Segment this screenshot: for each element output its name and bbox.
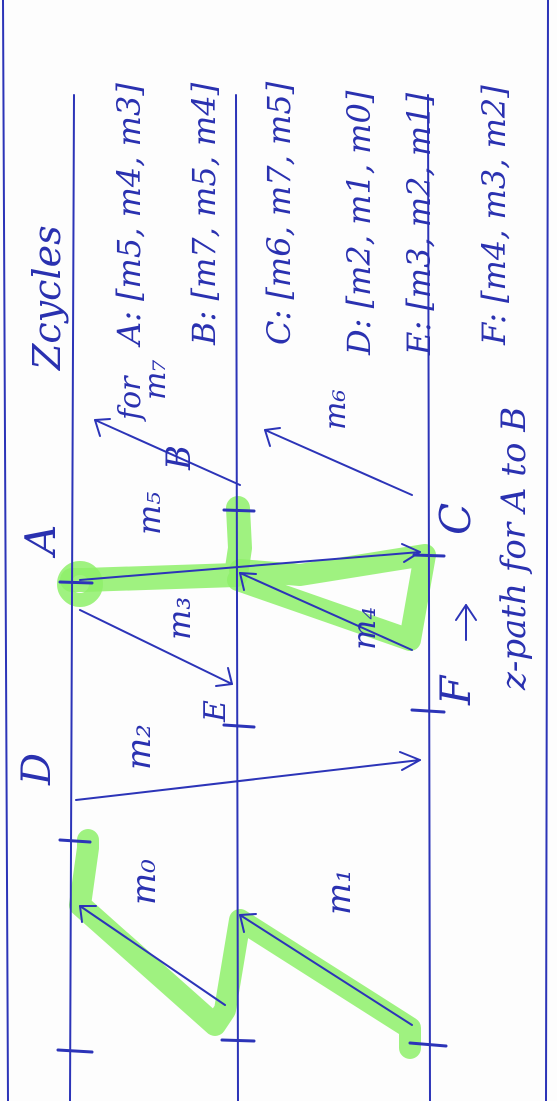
arrow-m0-head — [79, 905, 97, 923]
tick-d — [58, 838, 92, 844]
zcycle-row-a: A: [m5, m4, m3] — [110, 83, 148, 348]
z-path-caption: z-path for A to B — [494, 407, 534, 691]
label-m4: m₄ — [345, 607, 383, 650]
tick-a — [58, 580, 94, 585]
label-m0: m₀ — [124, 859, 164, 905]
label-m5: m₅ — [130, 492, 168, 535]
zcycle-row-e: E: [m3, m2, m1] — [400, 92, 438, 356]
node-label-b: B — [159, 445, 199, 471]
message-labels: m₀ m₁ m₂ m₃ m₄ m₅ m₆ m₇ — [119, 360, 383, 915]
zcycles-title: Zcycles — [25, 225, 69, 371]
node-labels: D E F A B C — [14, 445, 480, 786]
arrow-m4 — [239, 572, 413, 651]
timeline-middle — [235, 94, 239, 1101]
arrow-m1-head — [239, 913, 257, 933]
zcycle-row-f: F: [m4, m3, m2] — [475, 85, 513, 346]
arrow-m2 — [75, 759, 421, 801]
tick-middle-start — [220, 1038, 256, 1043]
arrow-m5-head — [401, 543, 421, 563]
zcycle-row-c: C: [m6, m7, m5] — [260, 81, 298, 345]
label-m1: m₁ — [319, 869, 359, 915]
zcycles-list: Zcycles for A: [m5, m4, m3] B: [m7, m5, … — [25, 81, 513, 422]
label-m3: m₃ — [160, 597, 198, 640]
node-label-a: A — [16, 525, 65, 559]
tick-bottom-start — [408, 1041, 448, 1048]
arrow-m7 — [94, 419, 241, 486]
arrow-m0 — [79, 905, 226, 1006]
arrow-m6 — [264, 429, 413, 496]
message-arrows — [75, 418, 421, 1026]
node-label-d: D — [14, 753, 60, 786]
tick-b — [222, 508, 256, 513]
event-ticks — [56, 508, 448, 1054]
timelines — [69, 94, 431, 1101]
label-m2: m₂ — [119, 724, 159, 770]
label-m7: m₇ — [138, 360, 173, 400]
timeline-bottom — [427, 94, 431, 1101]
timeline-top — [69, 94, 75, 1101]
tick-e — [222, 723, 256, 729]
zcycles-prefix: for — [113, 375, 148, 422]
zcycle-row-b: B: [m7, m5, m4] — [185, 82, 223, 346]
tick-d-start — [56, 1048, 94, 1054]
arrow-m1 — [239, 914, 413, 1026]
tick-c — [412, 553, 446, 558]
arrow-m6-head — [264, 427, 281, 447]
tick-f — [410, 708, 446, 714]
page-divider-line — [545, 0, 549, 1101]
node-label-e: E — [198, 700, 233, 723]
arrow-m3 — [79, 609, 233, 685]
node-label-f: F — [431, 674, 480, 706]
arrow-m4-head — [239, 572, 257, 591]
arrow-m3-head — [215, 667, 233, 687]
node-label-c: C — [431, 503, 480, 535]
arrow-m7-head — [94, 418, 111, 437]
page-border-left — [2, 0, 9, 1101]
zcycle-row-d: D: [m2, m1, m0] — [340, 90, 378, 356]
pointer-arrow-head — [455, 604, 477, 621]
label-m6: m₆ — [318, 390, 353, 430]
arrow-m2-head — [399, 751, 421, 771]
arrow-m5 — [79, 551, 421, 581]
